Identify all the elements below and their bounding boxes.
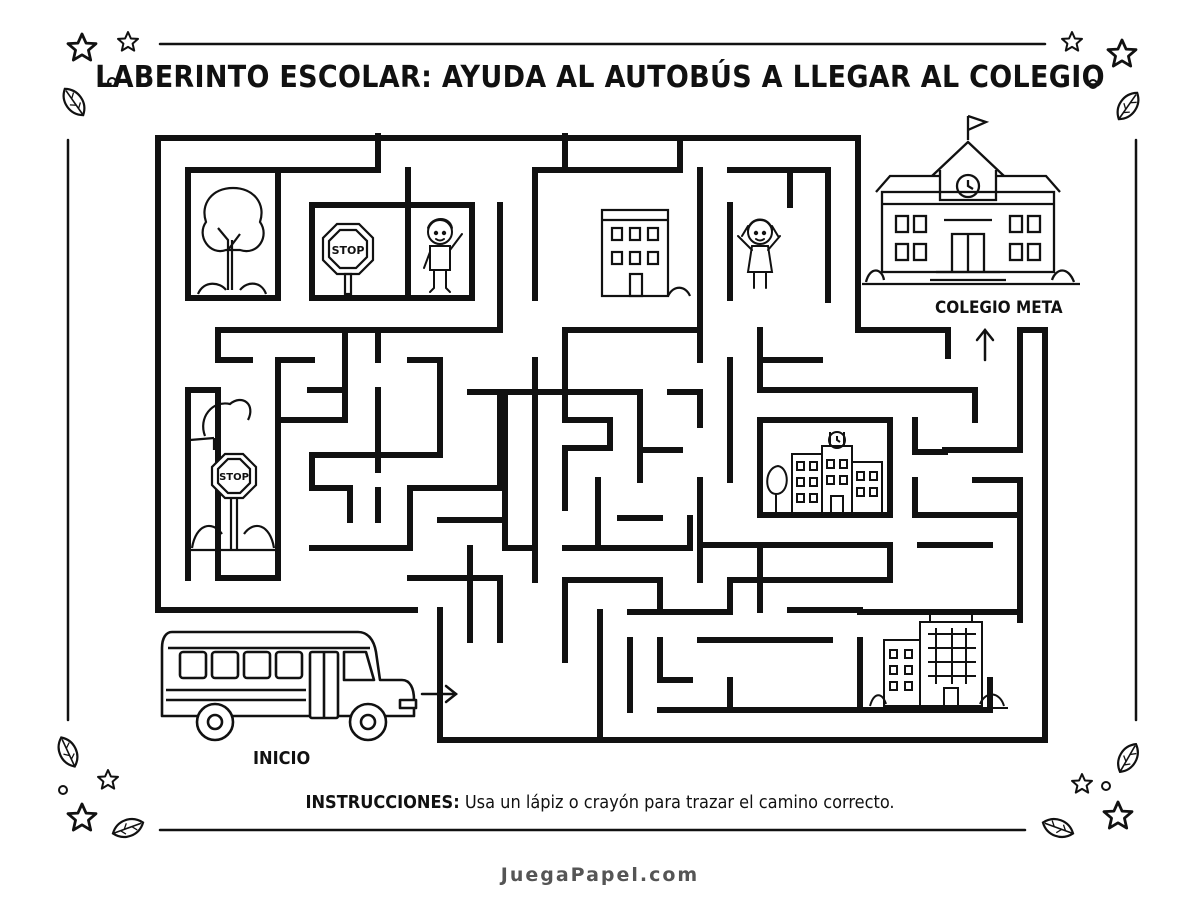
stop-sign-icon: STOP [321,222,375,296]
school-building-icon [862,114,1080,286]
office-building-icon [600,208,692,298]
instructions-text: Usa un lápiz o crayón para trazar el cam… [459,792,895,813]
start-label: INICIO [253,748,311,769]
start-arrow-icon [420,684,459,704]
city-buildings-icon [766,431,883,515]
tree-stop-sign-icon: STOP [189,398,276,552]
instructions-label: INSTRUCCIONES: [305,792,460,813]
footer-brand[interactable]: JuegaPapel.com [500,864,700,886]
maze-walls [155,133,1048,743]
girl-icon [737,218,781,289]
boy-icon [423,218,463,293]
page-title: LABERINTO ESCOLAR: AYUDA AL AUTOBÚS A LL… [95,60,1105,95]
goal-arrow-icon [975,327,995,362]
tree-icon [196,186,268,295]
decoration-stars-leaves-icon [52,31,1146,843]
school-bus-icon [160,630,418,742]
apartment-buildings-icon [864,613,1008,709]
page-frame [66,42,1138,832]
svg-text:STOP: STOP [332,244,365,257]
instructions: INSTRUCCIONES: Usa un lápiz o crayón par… [0,792,1200,813]
svg-text:STOP: STOP [219,472,249,483]
goal-label: COLEGIO META [935,298,1063,318]
